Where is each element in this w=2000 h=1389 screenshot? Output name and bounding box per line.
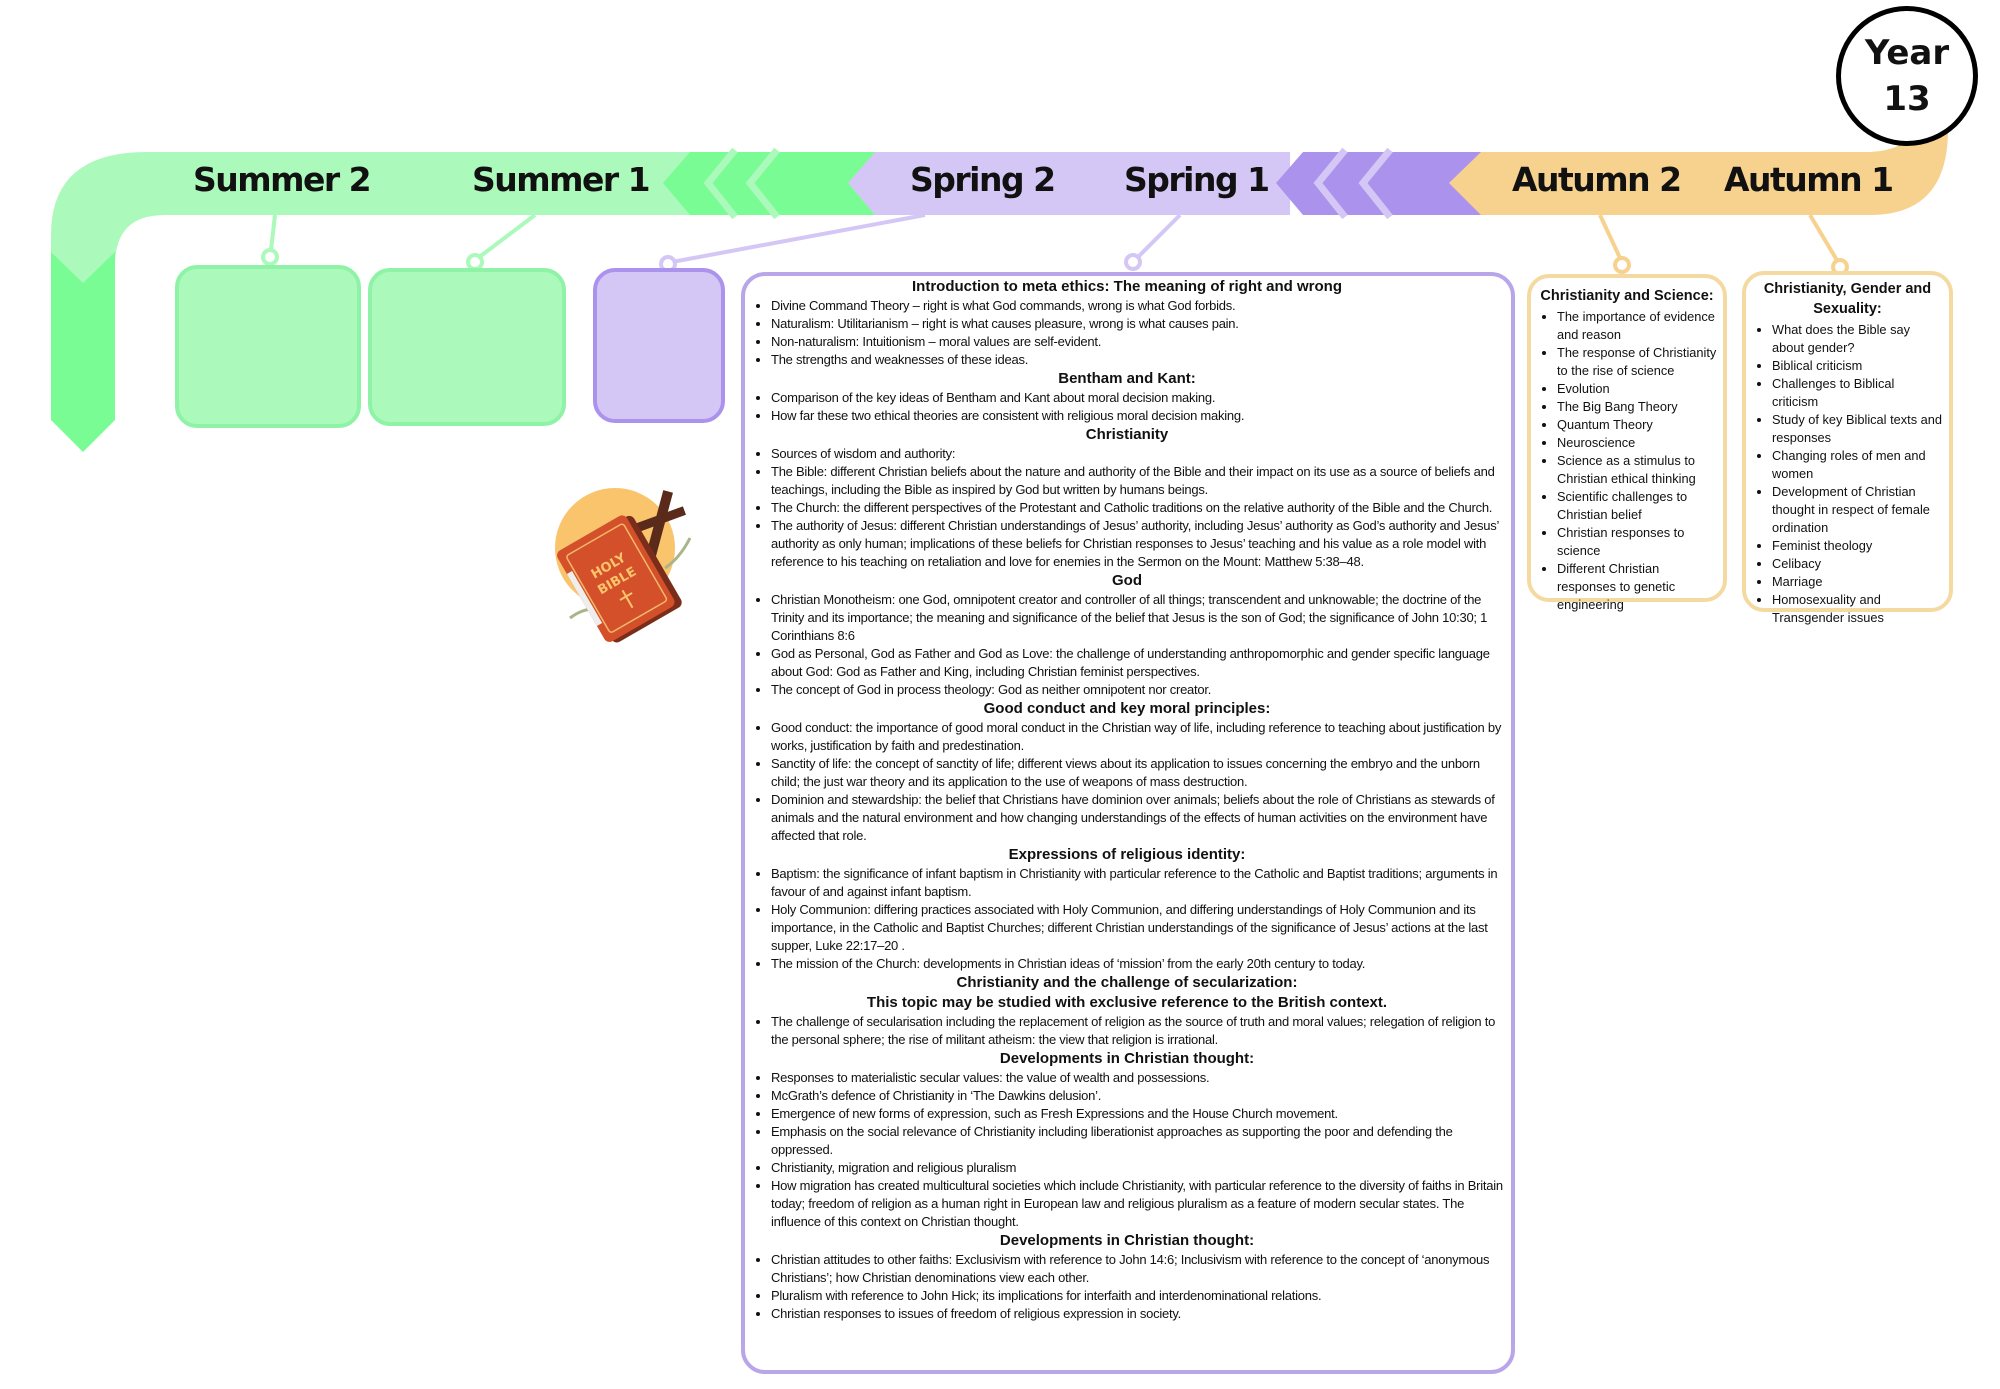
box-list: What does the Bible say about gender?Bib… bbox=[1752, 321, 1943, 627]
list-item: Holy Communion: differing practices asso… bbox=[771, 901, 1503, 955]
list-item: Scientific challenges to Christian belie… bbox=[1557, 488, 1717, 524]
term-summer-2[interactable]: Summer 2 bbox=[193, 160, 372, 199]
timeline-band bbox=[51, 130, 1948, 452]
list-item: The Big Bang Theory bbox=[1557, 398, 1717, 416]
section-list: Good conduct: the importance of good mor… bbox=[751, 719, 1503, 845]
list-item: The importance of evidence and reason bbox=[1557, 308, 1717, 344]
list-item: Good conduct: the importance of good mor… bbox=[771, 719, 1503, 755]
section-list: Divine Command Theory – right is what Go… bbox=[751, 297, 1503, 369]
list-item: Development of Christian thought in resp… bbox=[1772, 483, 1943, 537]
list-item: The challenge of secularisation includin… bbox=[771, 1013, 1503, 1049]
list-item: Divine Command Theory – right is what Go… bbox=[771, 297, 1503, 315]
list-item: The strengths and weaknesses of these id… bbox=[771, 351, 1503, 369]
year-number: 13 bbox=[1883, 79, 1931, 119]
list-item: The authority of Jesus: different Christ… bbox=[771, 517, 1503, 571]
section-list: Responses to materialistic secular value… bbox=[751, 1069, 1503, 1231]
list-item: Homosexuality and Transgender issues bbox=[1772, 591, 1943, 627]
list-item: What does the Bible say about gender? bbox=[1772, 321, 1943, 357]
list-item: Pluralism with reference to John Hick; i… bbox=[771, 1287, 1503, 1305]
list-item: Comparison of the key ideas of Bentham a… bbox=[771, 389, 1503, 407]
list-item: McGrath’s defence of Christianity in ‘Th… bbox=[771, 1087, 1503, 1105]
list-item: Emergence of new forms of expression, su… bbox=[771, 1105, 1503, 1123]
list-item: Baptism: the significance of infant bapt… bbox=[771, 865, 1503, 901]
list-item: Non-naturalism: Intuitionism – moral val… bbox=[771, 333, 1503, 351]
section-heading: God bbox=[1112, 572, 1142, 589]
list-item: How migration has created multicultural … bbox=[771, 1177, 1503, 1231]
spring-band bbox=[848, 152, 1290, 215]
term-summer-1[interactable]: Summer 1 bbox=[472, 160, 651, 199]
year-badge: Year 13 bbox=[1836, 6, 1978, 146]
spring-1-content-box: Introduction to meta ethics: The meaning… bbox=[741, 272, 1515, 1374]
list-item: The Church: the different perspectives o… bbox=[771, 499, 1503, 517]
box-heading: Christianity, Gender and Sexuality: bbox=[1763, 281, 1932, 317]
list-item: Evolution bbox=[1557, 380, 1717, 398]
section-subheading: This topic may be studied with exclusive… bbox=[866, 994, 1388, 1011]
list-item: How far these two ethical theories are c… bbox=[771, 407, 1503, 425]
section-heading: Bentham and Kant: bbox=[1058, 370, 1196, 387]
section-list: Christian Monotheism: one God, omnipoten… bbox=[751, 591, 1503, 699]
list-item: God as Personal, God as Father and God a… bbox=[771, 645, 1503, 681]
list-item: Christianity, migration and religious pl… bbox=[771, 1159, 1503, 1177]
list-item: Quantum Theory bbox=[1557, 416, 1717, 434]
term-autumn-2[interactable]: Autumn 2 bbox=[1512, 160, 1682, 199]
autumn-1-content-box: Christianity, Gender and Sexuality: What … bbox=[1742, 271, 1953, 625]
list-item: Emphasis on the social relevance of Chri… bbox=[771, 1123, 1503, 1159]
box-heading: Christianity and Science: bbox=[1540, 288, 1714, 304]
list-item: Naturalism: Utilitarianism – right is wh… bbox=[771, 315, 1503, 333]
list-item: Feminist theology bbox=[1772, 537, 1943, 555]
list-item: Christian responses to issues of freedom… bbox=[771, 1305, 1503, 1323]
term-autumn-1[interactable]: Autumn 1 bbox=[1724, 160, 1894, 199]
list-item: Changing roles of men and women bbox=[1772, 447, 1943, 483]
list-item: Different Christian responses to genetic… bbox=[1557, 560, 1717, 614]
list-item: Biblical criticism bbox=[1772, 357, 1943, 375]
down-arrow bbox=[51, 252, 115, 452]
holy-bible-illustration: HOLY BIBLE bbox=[555, 488, 692, 643]
section-list: The challenge of secularisation includin… bbox=[751, 1013, 1503, 1049]
list-item: Science as a stimulus to Christian ethic… bbox=[1557, 452, 1717, 488]
list-item: Marriage bbox=[1772, 573, 1943, 591]
list-item: Study of key Biblical texts and response… bbox=[1772, 411, 1943, 447]
term-spring-1[interactable]: Spring 1 bbox=[1124, 160, 1270, 199]
year-label: Year bbox=[1864, 33, 1950, 73]
box-list: The importance of evidence and reasonThe… bbox=[1537, 308, 1717, 614]
spring-2-box bbox=[593, 268, 725, 423]
list-item: Responses to materialistic secular value… bbox=[771, 1069, 1503, 1087]
section-heading: Developments in Christian thought: bbox=[999, 1232, 1255, 1249]
section-heading: Good conduct and key moral principles: bbox=[983, 700, 1271, 717]
autumn-2-content-box: Christianity and Science: The importance … bbox=[1527, 274, 1727, 612]
section-heading: Christianity bbox=[1085, 426, 1169, 443]
list-item: Christian responses to science bbox=[1557, 524, 1717, 560]
summer-1-box bbox=[368, 268, 566, 426]
autumn-band bbox=[1449, 130, 1948, 215]
section-heading: Expressions of religious identity: bbox=[1008, 846, 1246, 863]
term-spring-2[interactable]: Spring 2 bbox=[910, 160, 1056, 199]
list-item: The mission of the Church: developments … bbox=[771, 955, 1503, 973]
section-heading: Developments in Christian thought: bbox=[999, 1050, 1255, 1067]
section-heading: Christianity and the challenge of secula… bbox=[956, 974, 1298, 991]
summer-2-box bbox=[175, 265, 361, 428]
list-item: Christian attitudes to other faiths: Exc… bbox=[771, 1251, 1503, 1287]
section-list: Baptism: the significance of infant bapt… bbox=[751, 865, 1503, 973]
section-list: Sources of wisdom and authority:The Bibl… bbox=[751, 445, 1503, 571]
section-heading: Introduction to meta ethics: The meaning… bbox=[912, 278, 1342, 295]
list-item: Dominion and stewardship: the belief tha… bbox=[771, 791, 1503, 845]
section-list: Comparison of the key ideas of Bentham a… bbox=[751, 389, 1503, 425]
section-list: Christian attitudes to other faiths: Exc… bbox=[751, 1251, 1503, 1323]
list-item: Celibacy bbox=[1772, 555, 1943, 573]
list-item: The response of Christianity to the rise… bbox=[1557, 344, 1717, 380]
list-item: Sources of wisdom and authority: bbox=[771, 445, 1503, 463]
list-item: The Bible: different Christian beliefs a… bbox=[771, 463, 1503, 499]
list-item: Christian Monotheism: one God, omnipoten… bbox=[771, 591, 1503, 645]
book-icon: HOLY BIBLE bbox=[557, 515, 682, 643]
list-item: Sanctity of life: the concept of sanctit… bbox=[771, 755, 1503, 791]
list-item: Challenges to Biblical criticism bbox=[1772, 375, 1943, 411]
list-item: The concept of God in process theology: … bbox=[771, 681, 1503, 699]
list-item: Neuroscience bbox=[1557, 434, 1717, 452]
summer-band bbox=[51, 152, 700, 420]
